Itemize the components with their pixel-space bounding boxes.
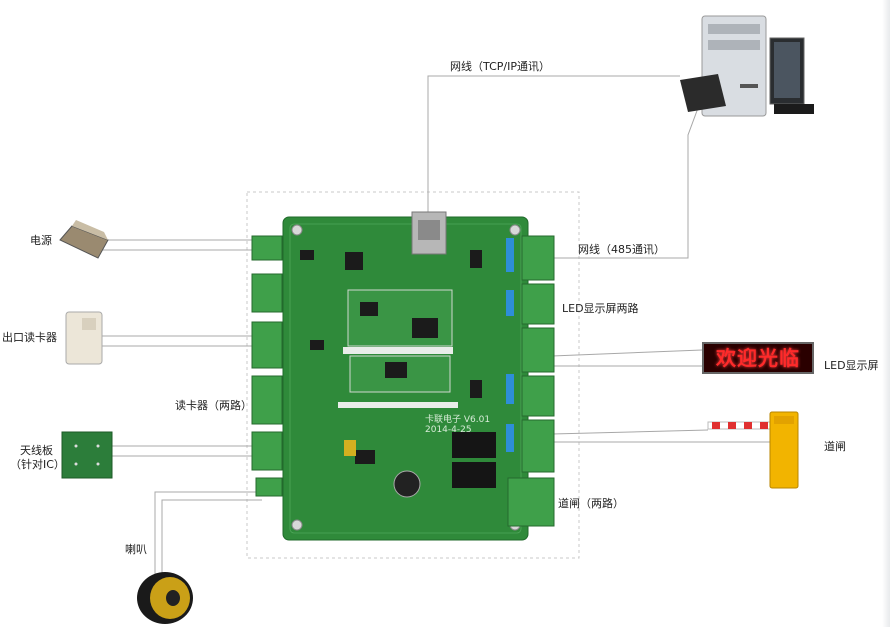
speaker-icon: [137, 572, 193, 624]
left-terminals: [251, 235, 283, 497]
label-barrier-two-way: 道闸（两路）: [558, 497, 624, 510]
label-antenna-2: （针对IC）: [10, 458, 65, 471]
board-maker-text: 卡联电子 V6.01: [425, 415, 491, 425]
antenna-board-icon: [61, 431, 113, 479]
label-led-screen: LED显示屏: [824, 359, 879, 372]
mount-hole: [291, 224, 303, 236]
label-card-readers: 读卡器（两路）: [175, 399, 252, 412]
label-speaker: 喇叭: [125, 543, 147, 556]
mount-hole: [509, 224, 521, 236]
label-network-tcp: 网线（TCP/IP通讯）: [450, 60, 550, 73]
label-antenna-1: 天线板: [20, 444, 53, 457]
right-terminals: [506, 235, 555, 527]
tcp-line: [427, 75, 680, 212]
computer-icon: [680, 15, 814, 117]
capacitor: [393, 470, 421, 498]
controller-boundary: [246, 191, 580, 559]
power-supply-icon: [59, 220, 109, 259]
inductor: [345, 252, 363, 270]
label-barrier: 道闸: [824, 440, 846, 453]
connection-lines: [100, 75, 770, 590]
label-network-485: 网线（485通讯）: [578, 243, 665, 256]
relay: [452, 432, 496, 458]
exit-reader-icon: [65, 311, 103, 365]
controller-board: [282, 211, 529, 541]
led-display-screen: 欢迎光临: [702, 342, 814, 374]
relay: [452, 462, 496, 488]
rs485-line: [551, 107, 699, 259]
board-date-text: 2014-4-25: [425, 425, 472, 435]
barrier-gate-icon: [707, 411, 799, 489]
label-exit-reader: 出口读卡器: [2, 331, 57, 344]
label-power: 电源: [30, 234, 52, 247]
label-led-two-way: LED显示屏两路: [562, 302, 639, 315]
mount-hole: [291, 519, 303, 531]
page-edge-shadow: [882, 0, 890, 627]
